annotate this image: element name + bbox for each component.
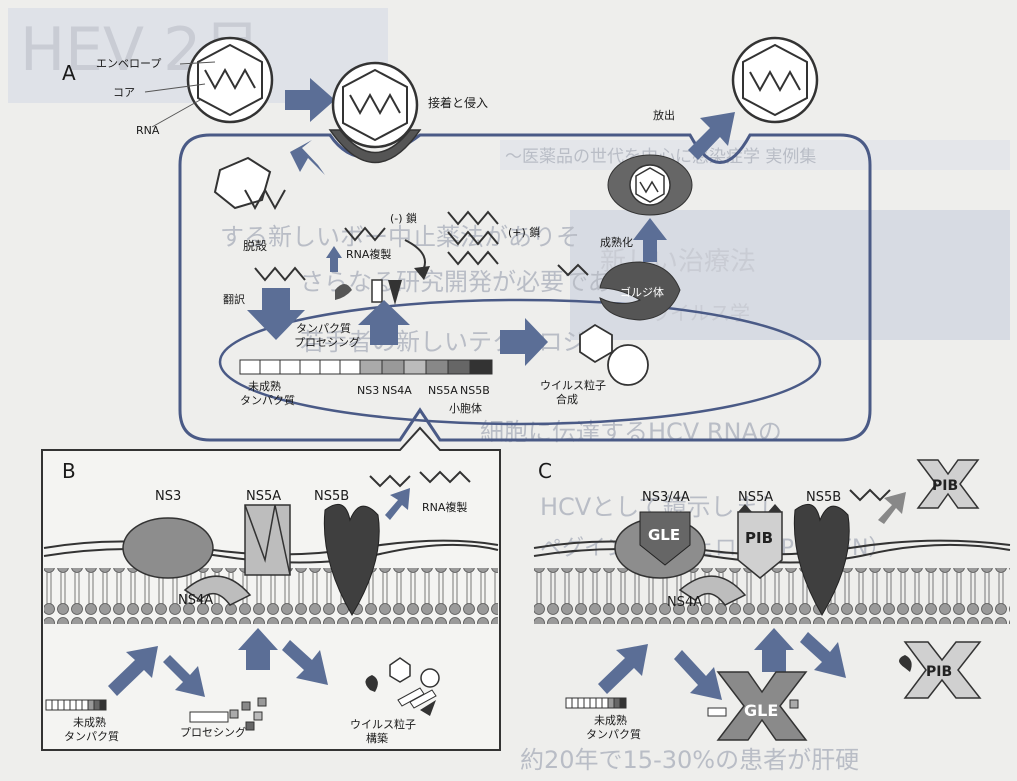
label-assembly-b-2: 構築 — [366, 731, 388, 745]
label-ns34a-c: NS3/4A — [642, 490, 690, 505]
label-pib-top: PIB — [932, 478, 958, 494]
label-immature-c-2: タンパク質 — [586, 727, 641, 741]
label-protein-processing-2: プロセシング — [294, 335, 360, 349]
arrow-attach — [285, 78, 335, 122]
label-plus-strand: (+) 鎖 — [508, 225, 540, 239]
label-assembly-2: 合成 — [556, 392, 578, 406]
label-ns4a-a: NS4A — [382, 384, 412, 397]
label-ns5b-a: NS5B — [460, 384, 490, 397]
label-release: 放出 — [653, 108, 675, 122]
polyprotein-bar — [240, 360, 492, 374]
label-assembly-1: ウイルス粒子 — [540, 378, 606, 392]
polyprotein-bar-b — [46, 700, 106, 710]
arrow-c-4 — [800, 632, 846, 678]
panel-b: B NS3 NS4A NS5A NS5B RNA複製 — [42, 428, 500, 750]
membrane-c — [534, 568, 1010, 624]
arrow-release — [688, 112, 735, 160]
label-attach-entry: 接着と侵入 — [428, 95, 488, 110]
label-immature-b-1: 未成熟 — [73, 715, 106, 729]
label-ns4a-c: NS4A — [667, 595, 702, 610]
virion-attached — [330, 63, 420, 163]
arrow-processing — [358, 300, 410, 345]
arrow-c-2 — [674, 650, 722, 700]
label-minus-strand: (-) 鎖 — [390, 211, 417, 225]
label-golgi: ゴルジ体 — [620, 285, 664, 299]
label-rna-replication-a: RNA複製 — [346, 247, 391, 261]
membrane-b — [44, 568, 498, 624]
arrow-replication-up — [326, 246, 342, 272]
label-pib-bottom: PIB — [926, 664, 952, 680]
arrow-maturation — [633, 218, 667, 262]
label-gle-x: GLE — [744, 701, 778, 720]
label-ns5a-c: NS5A — [738, 490, 773, 505]
label-immature-b-2: タンパク質 — [64, 729, 119, 743]
panel-c-label: C — [538, 459, 552, 483]
label-gle-bound: GLE — [648, 526, 680, 544]
label-ns3-b: NS3 — [155, 489, 181, 504]
label-processing-b: プロセシング — [180, 725, 246, 739]
label-immature-c-1: 未成熟 — [594, 713, 627, 727]
label-assembly-b-1: ウイルス粒子 — [350, 717, 416, 731]
arrow-assembly — [500, 318, 548, 366]
label-rna: RNA — [136, 124, 160, 137]
label-ns5b-c: NS5B — [806, 490, 841, 505]
label-ns3-a: NS3 — [357, 384, 379, 397]
label-vesicle: 小胞体 — [449, 401, 482, 415]
pib-block-x-bottom: PIB — [905, 642, 980, 698]
virion-released — [733, 38, 817, 122]
label-envelope: エンベロープ — [96, 57, 161, 70]
panel-a-label: A — [62, 61, 76, 85]
label-translation: 翻訳 — [223, 292, 245, 306]
label-immature-protein-1: 未成熟 — [248, 379, 281, 393]
panel-a: A エンベロープ コア RNA 接着と侵入 脱殻 — [62, 38, 870, 440]
label-immature-protein-2: タンパク質 — [240, 393, 295, 407]
polyprotein-bar-c — [566, 698, 626, 708]
panel-c: C NS3/4A GLE NS4A NS5A PIB NS5B PIB — [534, 459, 1010, 741]
label-protein-processing-1: タンパク質 — [296, 321, 351, 335]
label-uncoating: 脱殻 — [243, 238, 267, 253]
panel-b-label: B — [62, 459, 76, 483]
label-ns4a-b: NS4A — [178, 593, 213, 608]
arrow-c-1 — [598, 644, 648, 694]
label-core: コア — [113, 86, 135, 99]
label-ns5a-b: NS5A — [246, 489, 281, 504]
pib-block-x-top: PIB — [918, 460, 978, 508]
virion-free — [188, 38, 272, 122]
label-pib-bound: PIB — [745, 529, 773, 547]
label-ns5b-b: NS5B — [314, 489, 349, 504]
label-maturation: 成熟化 — [600, 235, 633, 249]
label-ns5a-a: NS5A — [428, 384, 458, 397]
label-rna-replication-b: RNA複製 — [422, 500, 467, 514]
arrow-entry — [290, 140, 325, 175]
ns3-protein-b — [123, 518, 213, 578]
arrow-c-3 — [754, 628, 794, 672]
